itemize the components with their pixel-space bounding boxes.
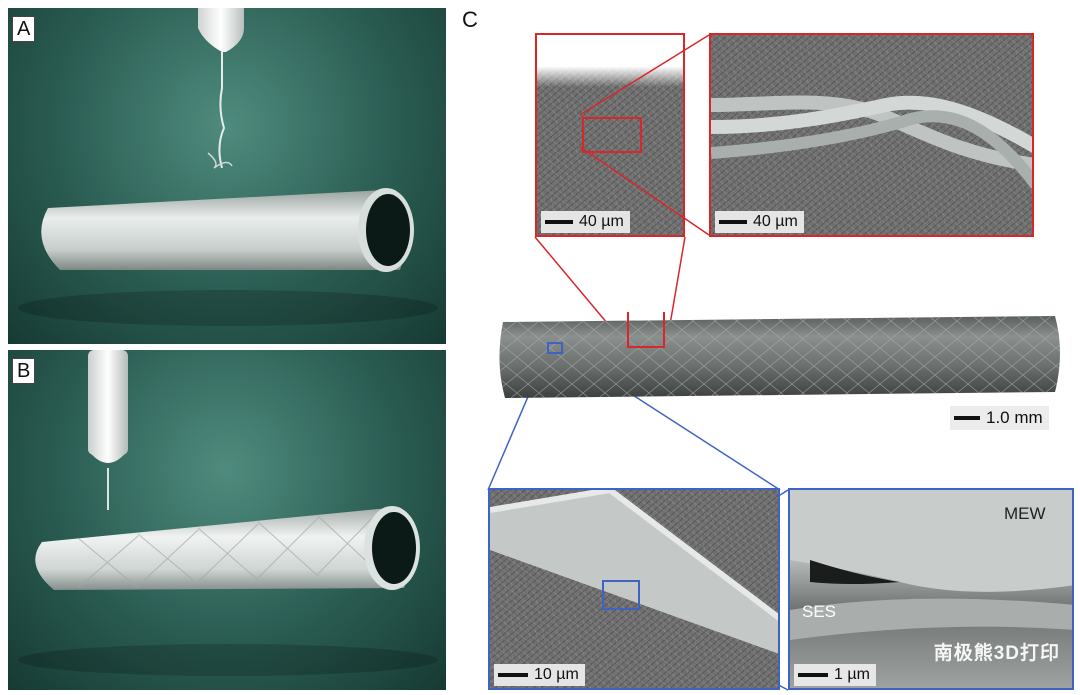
red-zoom-box-tube	[627, 312, 665, 348]
red-zoom-box-small	[582, 117, 642, 153]
scale-bar-blue-right-text: 1 µm	[834, 666, 870, 683]
scale-bar-tube-line	[954, 416, 980, 420]
tube-sem	[495, 312, 1065, 407]
scale-bar-blue-left: 10 µm	[494, 664, 585, 686]
large-fiber	[490, 490, 778, 654]
red-inset-left: 40 µm	[535, 33, 685, 237]
scale-bar-red-left: 40 µm	[541, 211, 630, 233]
blue-zoom-box-tube	[547, 342, 563, 354]
mew-label: MEW	[1004, 504, 1046, 523]
fiber-interface	[790, 490, 1072, 640]
tube-sem-image	[499, 316, 1060, 398]
scale-bar-blue-right: 1 µm	[794, 664, 876, 686]
panel-b-label: B	[12, 358, 36, 384]
panel-a-illustration	[18, 8, 438, 326]
scale-bar-red-left-line	[545, 220, 573, 224]
scale-bar-blue-left-text: 10 µm	[534, 666, 579, 683]
panel-b-illustration	[18, 350, 438, 676]
sample-edge-highlight	[537, 35, 683, 87]
scale-bar-blue-left-line	[498, 673, 528, 677]
scale-bar-red-right: 40 µm	[715, 211, 804, 233]
ses-label: SES	[802, 602, 837, 621]
blue-inset-right: MEW SES 1 µm	[788, 488, 1074, 690]
blue-inset-left: 10 µm	[488, 488, 780, 690]
panel-a-label: A	[12, 16, 36, 42]
scale-bar-tube: 1.0 mm	[950, 406, 1049, 430]
panel-b: B	[8, 350, 446, 690]
red-inset-right: 40 µm	[709, 33, 1034, 237]
panel-a: A	[8, 8, 446, 344]
scale-bar-red-left-text: 40 µm	[579, 213, 624, 230]
scale-bar-red-right-line	[719, 220, 747, 224]
watermark-text: 南极熊3D打印	[933, 643, 1060, 664]
scale-bar-blue-right-line	[798, 673, 828, 677]
twisted-fibers	[711, 95, 1032, 189]
panel-c-label: C	[462, 7, 478, 32]
scale-bar-tube-text: 1.0 mm	[986, 408, 1043, 427]
scale-bar-red-right-text: 40 µm	[753, 213, 798, 230]
blue-zoom-box-small	[602, 580, 640, 610]
